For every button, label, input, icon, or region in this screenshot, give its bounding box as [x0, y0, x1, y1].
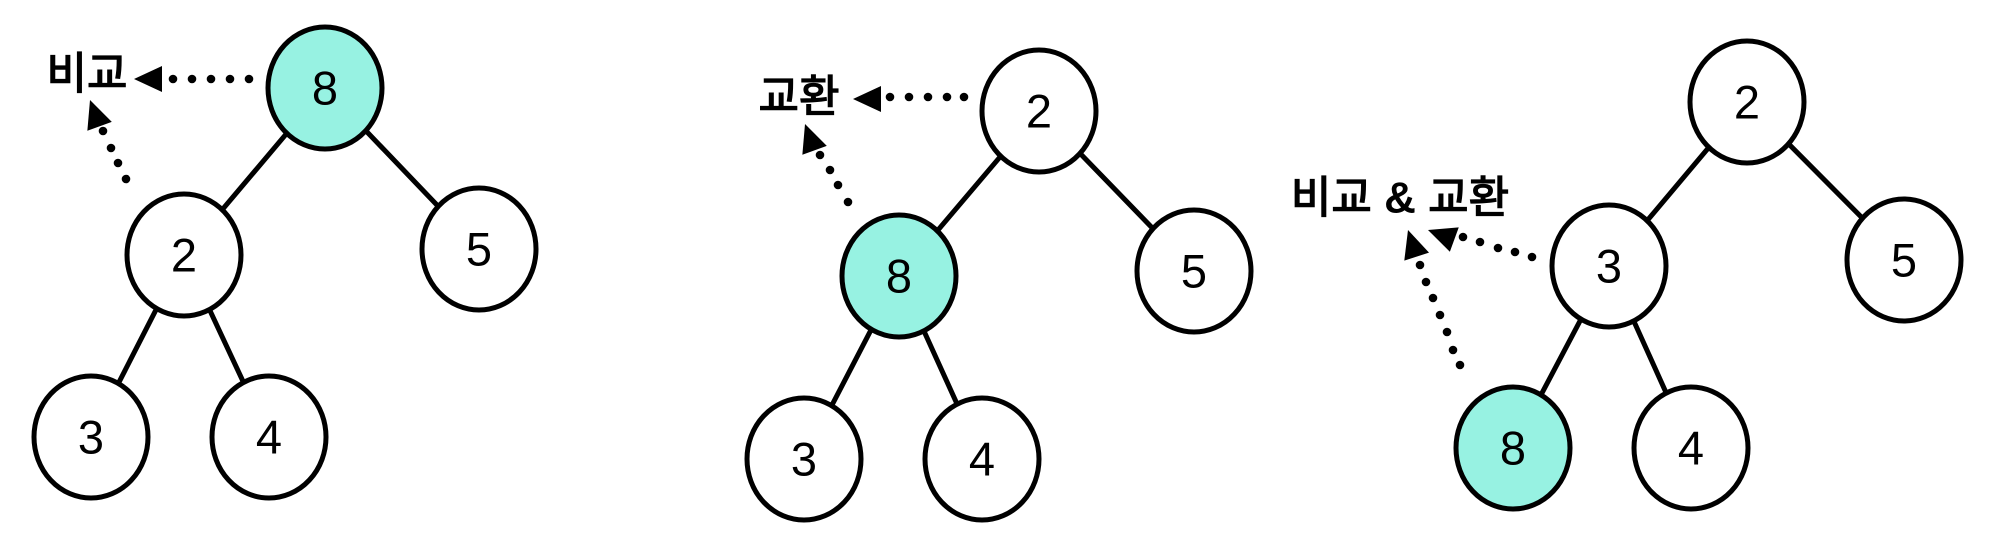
dotted-arrow-head-icon — [87, 100, 112, 131]
node-value: 5 — [466, 223, 492, 276]
node-value: 3 — [78, 411, 104, 464]
dotted-arrow-dot — [1455, 360, 1465, 370]
node-value: 2 — [171, 229, 197, 282]
dotted-arrow-dot — [1448, 345, 1458, 355]
dotted-arrow-dot — [1475, 237, 1485, 247]
dotted-arrow-dot — [833, 180, 843, 190]
tree-node — [124, 191, 244, 319]
tree-node — [419, 185, 539, 313]
step-label: 비교 — [47, 50, 128, 99]
tree-node — [1687, 38, 1807, 166]
dotted-arrow-dot — [1415, 260, 1425, 270]
dotted-arrow-dot — [843, 197, 853, 207]
dotted-arrow-dot — [1428, 293, 1438, 303]
node-value: 8 — [1500, 422, 1526, 475]
tree-node — [744, 395, 864, 523]
node-value: 5 — [1891, 234, 1917, 287]
dotted-arrow-dot — [113, 158, 123, 168]
dotted-arrow-dot — [1421, 277, 1431, 287]
tree-node — [1844, 196, 1964, 324]
dotted-arrow-dot — [225, 74, 235, 84]
dotted-arrow-dot — [98, 126, 108, 136]
dotted-arrow-head-icon — [802, 124, 827, 155]
dotted-arrow-dot — [885, 92, 895, 102]
dotted-arrow-dot — [1458, 232, 1468, 242]
dotted-arrow-head-icon — [1428, 227, 1459, 252]
node-value: 5 — [1181, 245, 1207, 298]
tree-node — [1134, 207, 1254, 335]
dotted-arrow-dot — [1510, 247, 1520, 257]
dotted-arrow-head-icon — [134, 66, 162, 92]
dotted-arrow-dot — [106, 143, 116, 153]
node-value: 3 — [1596, 240, 1622, 293]
tree-node — [1549, 202, 1669, 330]
dotted-arrow-dot — [206, 74, 216, 84]
dotted-arrow-dot — [1527, 252, 1537, 262]
tree-step-3-compare-and-swap: 2 3 5 8 4 비교 & 교환 — [1291, 38, 1964, 512]
dotted-arrow-dot — [942, 92, 952, 102]
dotted-arrow-dot — [168, 74, 178, 84]
tree-node — [1631, 384, 1751, 512]
dotted-arrow-dot — [1493, 243, 1503, 253]
node-value: 3 — [791, 433, 817, 486]
step-label: 비교 & 교환 — [1291, 174, 1509, 223]
dotted-arrow-dot — [904, 92, 914, 102]
node-value: 2 — [1734, 76, 1760, 129]
tree-node — [922, 395, 1042, 523]
dotted-arrow-dot — [815, 150, 825, 160]
dotted-arrow-head-icon — [1404, 230, 1430, 261]
tree-node-highlighted — [1453, 384, 1573, 512]
dotted-arrow-dot — [244, 74, 254, 84]
dotted-arrow-dot — [923, 92, 933, 102]
tree-node-highlighted — [265, 24, 385, 152]
node-value: 4 — [969, 433, 995, 486]
dotted-arrow-dot — [121, 174, 131, 184]
tree-node — [209, 373, 329, 501]
tree-node-highlighted — [839, 212, 959, 340]
node-value: 2 — [1026, 85, 1052, 138]
tree-node — [979, 47, 1099, 175]
node-value: 4 — [1678, 422, 1704, 475]
tree-node — [31, 373, 151, 501]
dotted-arrow-head-icon — [853, 86, 881, 112]
node-value: 8 — [312, 62, 338, 115]
dotted-arrow-dot — [959, 92, 969, 102]
dotted-arrow-dot — [825, 165, 835, 175]
node-value: 8 — [886, 250, 912, 303]
dotted-arrow-dot — [1442, 327, 1452, 337]
tree-step-2-swap: 2 8 5 3 4 교환 — [744, 47, 1254, 523]
step-label: 교환 — [759, 73, 840, 122]
node-value: 4 — [256, 411, 282, 464]
dotted-arrow-dot — [187, 74, 197, 84]
dotted-arrow-dot — [1435, 310, 1445, 320]
tree-step-1-compare: 8 2 5 3 4 비교 — [31, 24, 539, 501]
